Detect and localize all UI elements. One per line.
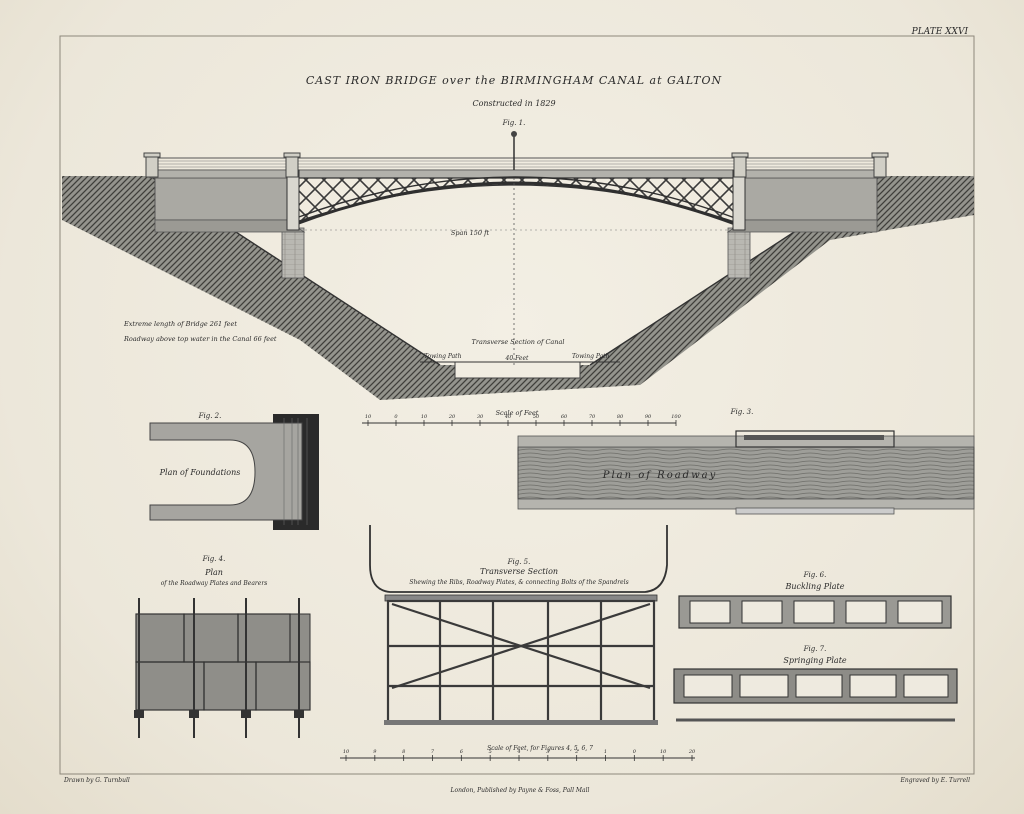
fig5-scale-tick-label: 3 (546, 749, 549, 755)
fig1-scale-tick-label: 10 (421, 414, 428, 420)
fig4-sub: of the Roadway Plates and Bearers (161, 580, 268, 587)
fig5-scale-label: Scale of Feet, for Figures 4, 5, 6, 7 (487, 745, 593, 752)
plate-title: CAST IRON BRIDGE over the BIRMINGHAM CAN… (306, 74, 722, 87)
fig7-springing-plate (673, 668, 958, 722)
fig5-sub: Shewing the Ribs, Roadway Plates, & conn… (409, 579, 628, 586)
fig1-extreme-length: Extreme length of Bridge 261 feet (123, 320, 237, 328)
canal-section (454, 361, 581, 379)
fig5-scale-bar (340, 755, 695, 761)
fig7-label: Fig. 7. (803, 645, 827, 653)
fig1-elevation (62, 131, 974, 426)
fig5-scale-tick-label: 1 (604, 749, 607, 755)
fig2-caption: Plan of Foundations (159, 468, 241, 477)
fig4-caption: Plan (204, 568, 223, 577)
fig2-foundations (149, 414, 319, 530)
plate-border (59, 35, 975, 775)
plate-number: PLATE XXVI (911, 27, 969, 37)
fig7-caption: Springing Plate (783, 656, 847, 665)
fig5-transverse-section (340, 525, 695, 761)
fig1-scale-tick-label: 60 (561, 414, 568, 420)
plate-subtitle: Constructed in 1829 (472, 99, 555, 108)
fig1-scale-tick-label: 100 (671, 414, 681, 420)
fig1-roadway-height: Roadway above top water in the Canal 66 … (123, 335, 277, 343)
fig5-scale-tick-label: 0 (633, 749, 637, 755)
fig5-scale-tick-label: 10 (343, 749, 350, 755)
engraved-by: Engraved by E. Turrell (899, 777, 970, 784)
fig4-label: Fig. 4. (202, 555, 226, 563)
fig5-label: Fig. 5. (507, 558, 531, 566)
fig5-scale-tick-label: 10 (660, 749, 667, 755)
fig6-caption: Buckling Plate (785, 582, 845, 591)
fig2-label: Fig. 2. (198, 412, 222, 420)
fig5-scale-tick-label: 7 (431, 749, 435, 755)
fig5-scale-tick-label: 4 (516, 749, 520, 755)
fig3-roadway-plan (517, 430, 975, 515)
left-pier (286, 169, 300, 231)
left-abutment (154, 177, 288, 221)
fig3-caption: Plan of Roadway (602, 470, 718, 481)
fig5-scale-tick-label: 5 (489, 749, 492, 755)
fig5-scale-tick-label: 8 (402, 749, 405, 755)
publisher-line: London, Published by Payne & Foss, Pall … (450, 787, 590, 794)
fig1-scale-tick-label: 50 (533, 414, 540, 420)
fig1-scale-tick-label: 80 (617, 414, 624, 420)
fig1-scale-tick-label: 70 (589, 414, 596, 420)
fig1-span: Span 150 ft (451, 229, 490, 237)
right-abutment (744, 177, 878, 221)
fig1-label: Fig. 1. (502, 119, 526, 127)
fig1-scale-bar (362, 420, 677, 426)
fig6-label: Fig. 6. (803, 571, 827, 579)
fig1-scale-tick-label: 30 (477, 414, 484, 420)
fig1-scale-tick-label: 90 (645, 414, 652, 420)
fig5-scale-tick-label: 9 (373, 749, 377, 755)
fig4-plates-bearers (134, 598, 311, 738)
fig1-scale-tick-label: 10 (365, 414, 372, 420)
fig1-towing-path-right: Towing Path (572, 353, 610, 360)
pillars (143, 152, 889, 178)
earth-embankment (62, 176, 974, 400)
lattice-spandrel (295, 177, 736, 223)
fig1-scale-label: Scale of Feet (496, 409, 539, 417)
fig1-transverse-section: Transverse Section of Canal (472, 338, 565, 346)
fig1-towing-path-left: Towing Path (424, 353, 462, 360)
fig1-scale-tick-label: 40 (504, 414, 512, 420)
fig1-scale-tick-label: 0 (394, 414, 398, 420)
fig5-scale-tick-label: 2 (574, 749, 578, 755)
fig6-buckling-plate (678, 595, 952, 629)
fig3-label: Fig. 3. (730, 408, 754, 416)
drawn-by: Drawn by G. Turnbull (63, 777, 130, 784)
arch-rib (295, 181, 736, 226)
fig1-canal-width: 40 Feet (505, 355, 529, 362)
fig5-caption: Transverse Section (480, 567, 558, 576)
fig1-scale-tick-label: 20 (448, 414, 456, 420)
fig5-scale-tick-label: 20 (688, 749, 696, 755)
right-pier (732, 169, 746, 231)
fig5-scale-tick-label: 6 (460, 749, 464, 755)
